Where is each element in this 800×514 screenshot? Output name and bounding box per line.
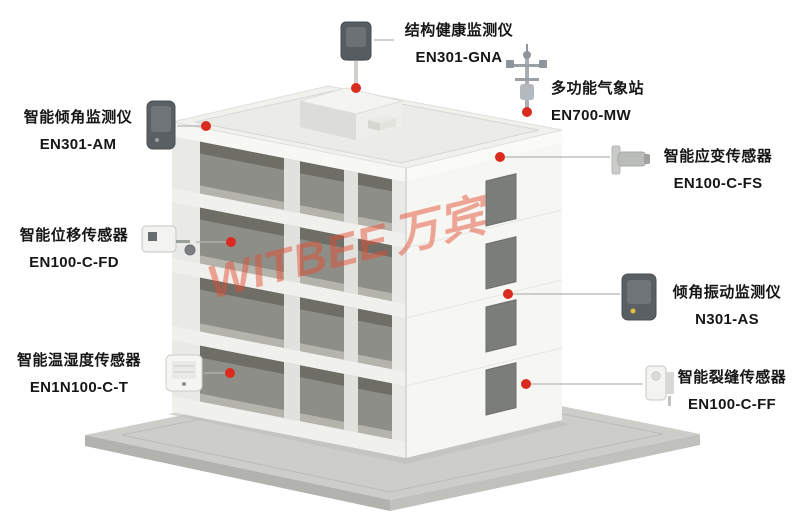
ws-instrument-left [506,60,514,68]
displacement-sensor-icon [141,225,196,256]
device-model: EN100-C-FS [673,175,763,192]
column [284,362,300,422]
roof-unit-top [368,115,396,123]
mount-point-markers [201,83,532,389]
column [344,373,358,433]
marker-weather [522,107,532,117]
temp-humidity-sensor-icon [165,354,203,392]
callout-vibration-monitor: 倾角振动监测仪 N301-AS [660,281,794,328]
ws-crossarm-2 [515,78,539,81]
device-title: 智能倾角监测仪 [23,109,133,126]
shm-pole [354,58,358,86]
device-model: EN1N100-C-T [29,379,129,396]
crack-gauge [651,371,661,381]
tilt-panel [151,106,171,132]
crack-sensor-icon [645,365,674,406]
base-side-left [85,435,390,511]
column [344,305,358,363]
callout-structural-health-monitor: 结构健康监测仪 EN301-GNA [396,19,522,66]
device-title: 智能应变传感器 [663,148,773,165]
callout-tilt-monitor: 智能倾角监测仪 EN301-AM [16,106,140,153]
column [284,158,300,214]
window [485,236,517,290]
device-icons [141,21,674,406]
right-floor-line [405,209,563,249]
column [344,235,358,295]
device-model: EN100-C-FD [29,254,119,271]
floor-slab [172,326,406,386]
building [171,85,563,458]
temp-vent [172,361,196,379]
marker-temp [225,368,235,378]
temp-led [182,382,186,386]
strain-cap [644,154,650,164]
crack-bracket [666,372,674,394]
structural-health-monitor-icon [340,21,372,86]
floor-slab [172,258,406,318]
window [485,299,517,353]
device-model: EN100-C-FF [687,396,776,413]
right-parapet-band [406,130,562,181]
callout-strain-sensor: 智能应变传感器 EN100-C-FS [650,145,786,192]
column [344,169,358,225]
vib-led [630,308,636,314]
window [485,173,517,227]
callout-temp-humidity-sensor: 智能温湿度传感器 EN1N100-C-T [8,349,150,396]
right-floor-line [405,279,563,319]
ws-body [520,84,534,100]
device-title: 多功能气象站 [551,80,645,97]
floor-slab [172,396,406,458]
vib-panel [627,280,651,304]
ws-top-sensor [523,51,531,59]
marker-shm [351,83,361,93]
device-model: EN301-AM [39,136,117,153]
leader-lines [177,39,643,385]
marker-vibration [503,289,513,299]
device-title: 智能温湿度传感器 [16,352,141,369]
callout-displacement-sensor: 智能位移传感器 EN100-C-FD [12,224,136,271]
ws-instrument-right [539,60,547,68]
strain-sensor-icon [611,145,650,175]
tilt-led [155,138,159,142]
right-floor-line [405,347,563,387]
weather-station-icon [506,44,547,110]
window [485,362,517,416]
device-model: EN301-GNA [415,49,503,66]
device-model: EN700-MW [551,107,631,124]
floor-slab [172,122,406,182]
disp-rod [176,240,190,243]
ws-crossarm [511,64,543,67]
device-title: 倾角振动监测仪 [672,284,782,301]
tilt-monitor-icon [146,100,176,150]
crack-rod [668,396,671,406]
callout-crack-sensor: 智能裂缝传感器 EN100-C-FF [668,366,796,413]
marker-tilt [201,121,211,131]
marker-displacement [226,237,236,247]
disp-window [148,232,157,241]
roof-unit-left [368,120,380,131]
crack-body [645,365,667,401]
disp-wheel [184,244,196,256]
floor-slab [172,188,406,248]
marker-strain [495,152,505,162]
callout-weather-station: 多功能气象站 EN700-MW [551,77,681,124]
marker-crack [521,379,531,389]
column [284,224,300,284]
disp-body [141,225,177,253]
base-side-right [390,434,700,511]
penthouse-top [299,87,403,115]
shm-panel [346,27,366,47]
strain-body [617,151,647,167]
roof-unit [368,115,396,131]
device-title: 智能裂缝传感器 [677,369,787,386]
roof-unit-right [380,118,396,131]
column [284,294,300,352]
device-title: 智能位移传感器 [19,227,129,244]
vibration-monitor-icon [621,273,657,321]
device-model: N301-AS [695,311,759,328]
device-title: 结构健康监测仪 [404,22,514,39]
